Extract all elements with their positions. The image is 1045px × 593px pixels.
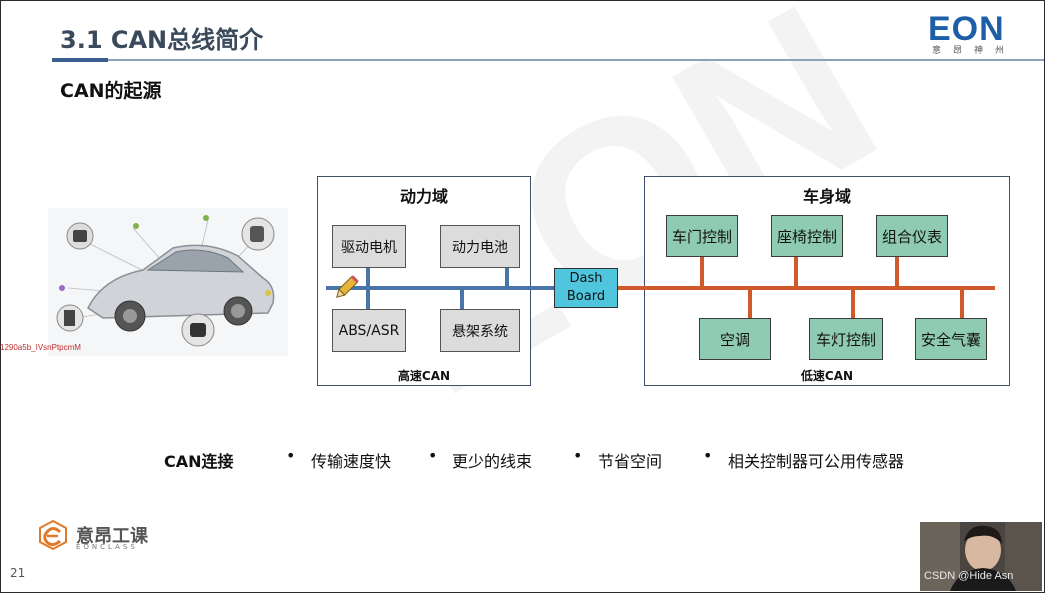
ecu-drive-motor: 驱动电机 — [332, 225, 406, 268]
logo-sub-text: 意昂神州 — [932, 46, 1017, 56]
benefit-item: 传输速度快 — [311, 452, 392, 471]
ecu-air-conditioning: 空调 — [699, 318, 771, 360]
webcam-image — [920, 522, 1042, 591]
can-connection-label: CAN连接 — [164, 452, 234, 471]
bus-drop — [895, 256, 899, 287]
bullet-dot: • — [703, 446, 713, 465]
bus-drop — [748, 289, 752, 319]
title-accent-bar — [52, 58, 108, 62]
ecu-airbag: 安全气囊 — [915, 318, 987, 360]
bus-drop — [460, 289, 464, 310]
eonclass-brand: 意昂工课 EONCLASS — [36, 518, 156, 554]
bullet-dot: • — [573, 446, 583, 465]
bus-drop — [505, 267, 509, 287]
ecu-suspension: 悬架系统 — [440, 309, 520, 352]
gateway-line1: Dash — [569, 271, 603, 286]
slide-title: 3.1 CAN总线简介 — [60, 26, 264, 54]
benefit-item: 相关控制器可公用传感器 — [728, 452, 905, 471]
ecu-door-control: 车门控制 — [666, 215, 738, 257]
benefit-item: 节省空间 — [598, 452, 663, 471]
title-divider — [52, 59, 1044, 61]
logo-main-text: EON — [928, 10, 1005, 48]
eonclass-logo-icon — [39, 519, 67, 551]
bus-drop — [700, 256, 704, 287]
car-graphic — [48, 208, 288, 356]
webcam-overlay: CSDN @Hide Asn — [920, 522, 1042, 591]
power-domain-title: 动力域 — [399, 187, 448, 206]
bus-drop — [366, 289, 370, 310]
bus-drop — [960, 289, 964, 319]
brand-subname: EONCLASS — [76, 543, 138, 551]
bus-drop — [366, 267, 370, 287]
image-caption: 1290a5b_IVsnPtpcmM — [0, 343, 81, 352]
car-illustration — [48, 208, 288, 356]
gateway-line2: Board — [566, 289, 606, 304]
power-bus-label: 高速CAN — [397, 369, 451, 383]
pencil-icon — [336, 275, 359, 298]
high-speed-can-bus — [326, 286, 554, 290]
ecu-abs-asr: ABS/ASR — [332, 309, 406, 352]
bus-drop — [794, 256, 798, 287]
ecu-seat-control: 座椅控制 — [771, 215, 843, 257]
body-bus-label: 低速CAN — [800, 369, 854, 383]
ecu-instrument-cluster: 组合仪表 — [876, 215, 948, 257]
webcam-watermark-text: CSDN @Hide Asn — [924, 570, 1014, 582]
bullet-dot: • — [286, 446, 296, 465]
low-speed-can-bus — [618, 286, 995, 290]
body-domain-title: 车身域 — [802, 187, 851, 206]
bus-drop — [851, 289, 855, 319]
benefit-item: 更少的线束 — [452, 452, 533, 471]
brand-name: 意昂工课 — [76, 526, 148, 547]
bullet-dot: • — [428, 446, 438, 465]
ecu-power-battery: 动力电池 — [440, 225, 520, 268]
page-number: 21 — [10, 566, 26, 580]
section-subtitle: CAN的起源 — [60, 80, 162, 102]
dash-board-gateway: Dash Board — [554, 268, 618, 308]
ecu-light-control: 车灯控制 — [809, 318, 883, 360]
eon-logo: EON 意昂神州 — [928, 10, 1018, 56]
